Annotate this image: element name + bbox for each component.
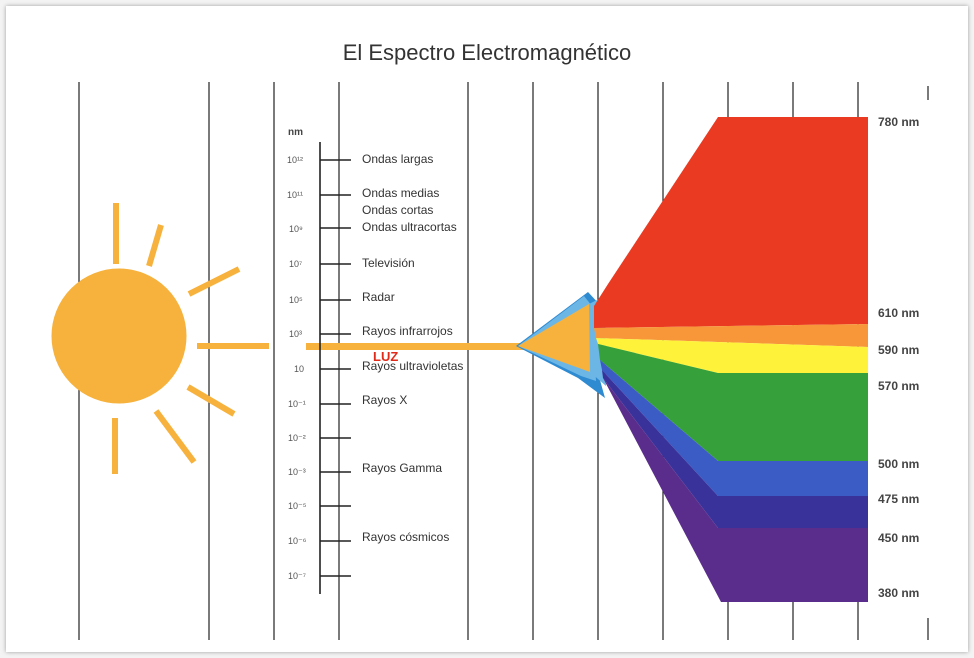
- scale-exponent: 10⁻⁷: [288, 571, 307, 581]
- label-rayos-cosmicos: Rayos cósmicos: [362, 530, 450, 544]
- label-ondas-largas: Ondas largas: [362, 152, 434, 166]
- wavelength-label: 780 nm: [878, 115, 920, 129]
- scale-axis: [319, 142, 351, 594]
- label-television: Televisión: [362, 256, 415, 270]
- scale-exponent: 10⁻⁵: [288, 501, 307, 511]
- page-title: El Espectro Electromagnético: [342, 40, 632, 65]
- scale-exponent: 10: [294, 364, 305, 374]
- band-red: [594, 117, 868, 328]
- label-rayos-gamma: Rayos Gamma: [362, 461, 443, 475]
- wavelength-label: 500 nm: [878, 457, 920, 471]
- wavelength-label: 590 nm: [878, 343, 920, 357]
- band-yellow: [596, 338, 868, 373]
- scale-exponent: 10⁻⁶: [288, 536, 307, 546]
- label-infrarrojos: Rayos infrarrojos: [362, 324, 453, 338]
- wavelength-label: 380 nm: [878, 586, 920, 600]
- scale-exponent: 10⁻²: [288, 433, 306, 443]
- scale-exponent: 10¹²: [287, 155, 304, 165]
- scale-exponent: 10¹¹: [287, 190, 304, 200]
- label-ultravioletas: Rayos ultravioletas: [362, 359, 464, 373]
- wavelength-label: 570 nm: [878, 379, 920, 393]
- wavelength-label: 475 nm: [878, 492, 920, 506]
- light-beam: [306, 343, 534, 350]
- wavelength-label: 450 nm: [878, 531, 920, 545]
- scale-exponent: 10⁹: [289, 224, 303, 234]
- light-label: LUZ: [373, 349, 399, 364]
- spectrum-bands: [594, 117, 868, 602]
- label-radar: Radar: [362, 290, 395, 304]
- band-violet: [603, 378, 868, 602]
- diagram-frame: El Espectro Electromagnético: [6, 6, 968, 652]
- band-green: [598, 344, 868, 461]
- label-ondas-medias: Ondas medias: [362, 186, 440, 200]
- label-rayos-x: Rayos X: [362, 393, 408, 407]
- scale-unit: nm: [288, 127, 303, 138]
- band-blue: [600, 360, 868, 496]
- sun-icon: [51, 203, 269, 474]
- label-ondas-ultracortas: Ondas ultracortas: [362, 220, 457, 234]
- band-indigo: [602, 370, 868, 528]
- scale-exponent: 10⁻³: [288, 467, 306, 477]
- prism: [516, 292, 606, 398]
- band-orange: [594, 324, 868, 347]
- label-ondas-cortas: Ondas cortas: [362, 203, 434, 217]
- spectrum-diagram: [51, 82, 929, 640]
- scale-exponent: 10⁻¹: [288, 399, 306, 409]
- wavelength-label: 610 nm: [878, 306, 920, 320]
- scale-exponent: 10⁵: [289, 295, 303, 305]
- scale-exponent: 10³: [289, 329, 303, 339]
- scale-exponent: 10⁷: [289, 259, 303, 269]
